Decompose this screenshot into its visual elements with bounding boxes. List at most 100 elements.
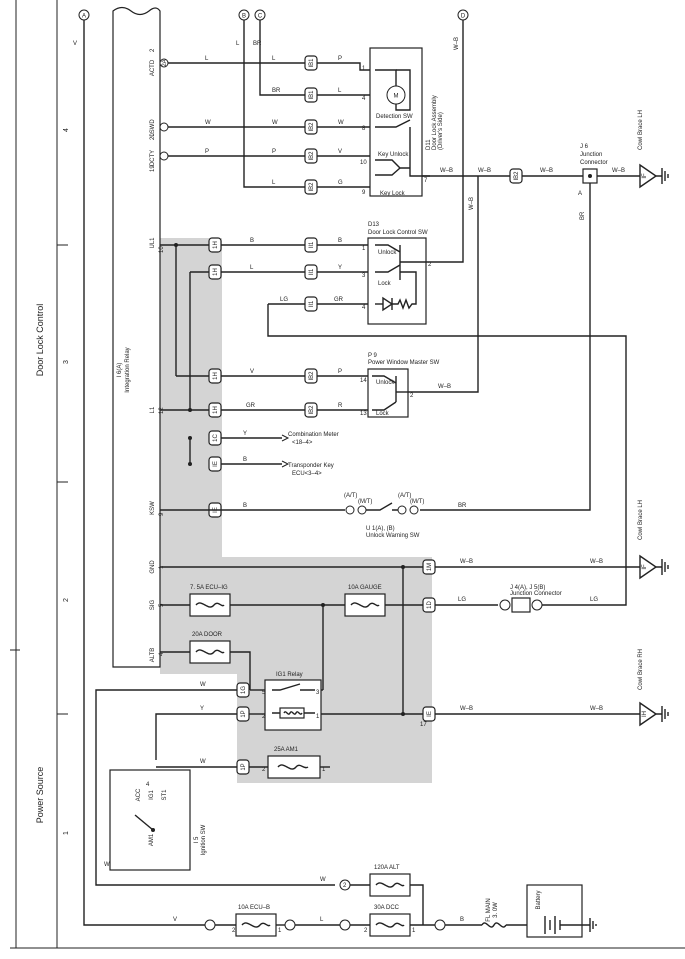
svg-text:V: V bbox=[173, 917, 177, 923]
svg-text:4: 4 bbox=[362, 96, 366, 102]
svg-text:IB2: IB2 bbox=[309, 122, 315, 132]
svg-text:(A/T): (A/T) bbox=[344, 493, 357, 499]
svg-text:KSW: KSW bbox=[150, 501, 156, 515]
svg-text:Connector: Connector bbox=[580, 160, 608, 166]
grid-number-4: 4 bbox=[63, 128, 70, 132]
svg-text:BR: BR bbox=[272, 88, 281, 94]
integration-relay-subtitle: Integration Relay bbox=[125, 347, 131, 392]
svg-text:Ignition SW: Ignition SW bbox=[201, 824, 207, 855]
svg-text:IF: IF bbox=[642, 564, 648, 570]
fuse-ecu-b: 10A ECU–B bbox=[235, 905, 277, 937]
svg-text:Door Lock Control SW: Door Lock Control SW bbox=[368, 230, 428, 236]
svg-text:DCTY: DCTY bbox=[150, 150, 156, 166]
svg-text:(M/T): (M/T) bbox=[358, 499, 372, 505]
svg-text:P: P bbox=[272, 149, 276, 155]
svg-text:W–B: W–B bbox=[612, 168, 625, 174]
d11-title: D11 bbox=[426, 139, 432, 150]
svg-text:A: A bbox=[82, 14, 86, 20]
svg-text:Y: Y bbox=[200, 706, 204, 712]
svg-text:II1: II1 bbox=[309, 241, 315, 248]
svg-text:ACC: ACC bbox=[136, 788, 142, 801]
svg-text:7: 7 bbox=[424, 178, 428, 184]
svg-text:D: D bbox=[461, 14, 466, 20]
svg-text:Power Window Master SW: Power Window Master SW bbox=[368, 360, 440, 366]
ground-if-top: IF Cowl Brace LH bbox=[638, 110, 669, 189]
svg-text:SIG: SIG bbox=[150, 600, 156, 611]
ref-b: B bbox=[238, 9, 250, 21]
svg-text:IG1: IG1 bbox=[149, 790, 155, 800]
j6-junction-connector: J 6 Junction Connector A bbox=[578, 144, 608, 197]
svg-text:B: B bbox=[242, 14, 246, 20]
svg-text:P: P bbox=[338, 369, 342, 375]
svg-text:L: L bbox=[338, 88, 342, 94]
svg-text:1: 1 bbox=[362, 246, 366, 252]
svg-text:B: B bbox=[243, 503, 247, 509]
unlock-warning-sw: (A/T) (M/T) (A/T) (M/T) U 1(A), (B) Unlo… bbox=[344, 493, 424, 539]
svg-text:3: 3 bbox=[316, 690, 320, 696]
svg-text:W–B: W–B bbox=[478, 168, 491, 174]
svg-text:B: B bbox=[243, 457, 247, 463]
svg-text:Cowl Brace LH: Cowl Brace LH bbox=[638, 500, 644, 540]
svg-text:4: 4 bbox=[362, 305, 366, 311]
svg-text:V: V bbox=[338, 149, 342, 155]
svg-text:120A ALT: 120A ALT bbox=[374, 865, 400, 871]
ref-c: C bbox=[254, 9, 266, 21]
svg-text:GR: GR bbox=[334, 297, 344, 303]
svg-text:2: 2 bbox=[343, 883, 347, 889]
svg-text:Key Unlock: Key Unlock bbox=[378, 152, 409, 158]
svg-text:2: 2 bbox=[262, 714, 266, 720]
svg-text:W–B: W–B bbox=[590, 706, 603, 712]
svg-text:W–B: W–B bbox=[440, 168, 453, 174]
svg-text:J 4(A), J 5(B): J 4(A), J 5(B) bbox=[510, 585, 545, 591]
svg-text:2: 2 bbox=[364, 928, 368, 934]
ignition-switch: ACC IG1 ST1 AM1 I 5 Ignition SW bbox=[109, 769, 207, 871]
svg-text:IB1: IB1 bbox=[309, 58, 315, 68]
svg-text:1M: 1M bbox=[427, 563, 433, 571]
svg-text:IE: IE bbox=[427, 711, 433, 717]
svg-text:14: 14 bbox=[360, 378, 367, 384]
svg-text:ST1: ST1 bbox=[162, 789, 168, 801]
svg-text:ALTB: ALTB bbox=[150, 648, 156, 663]
svg-text:Lock: Lock bbox=[376, 411, 390, 417]
svg-text:(M/T): (M/T) bbox=[410, 499, 424, 505]
svg-text:P 9: P 9 bbox=[368, 353, 378, 359]
svg-text:Unlock: Unlock bbox=[378, 250, 397, 256]
svg-text:5: 5 bbox=[262, 690, 266, 696]
svg-text:GR: GR bbox=[246, 403, 256, 409]
integration-relay-box bbox=[112, 6, 161, 668]
svg-text:W–B: W–B bbox=[540, 168, 553, 174]
svg-text:Battery: Battery bbox=[536, 890, 542, 909]
svg-text:IH: IH bbox=[642, 711, 648, 717]
svg-text:W: W bbox=[200, 759, 206, 765]
svg-text:IB2: IB2 bbox=[309, 182, 315, 192]
svg-text:IF: IF bbox=[642, 173, 648, 179]
svg-text:ACTD: ACTD bbox=[150, 59, 156, 76]
fuse-gauge: 10A GAUGE bbox=[344, 585, 386, 617]
relay-pin-labels: ACTD 2 LSWD 20 DCTY 19 UL1 10 L1 12 KSW … bbox=[150, 48, 165, 662]
svg-text:B: B bbox=[460, 917, 464, 923]
svg-text:3. 0W: 3. 0W bbox=[493, 902, 499, 918]
ground-if-middle: IF Cowl Brace LH bbox=[638, 500, 669, 580]
svg-text:L: L bbox=[272, 56, 276, 62]
svg-text:ECU<3–4>: ECU<3–4> bbox=[292, 471, 322, 477]
svg-text:I 5: I 5 bbox=[194, 836, 200, 843]
svg-text:Cowl Brace RH: Cowl Brace RH bbox=[638, 649, 644, 690]
svg-text:1: 1 bbox=[278, 928, 282, 934]
svg-text:LSWD: LSWD bbox=[150, 119, 156, 137]
ib-connectors: IB1 IB1 IB2 IB2 IB2 bbox=[304, 55, 318, 195]
svg-text:1H: 1H bbox=[213, 372, 219, 380]
svg-text:II1: II1 bbox=[309, 300, 315, 307]
svg-text:L: L bbox=[250, 265, 254, 271]
ground-ih: IH Cowl Brace RH bbox=[638, 649, 669, 727]
svg-text:AM1: AM1 bbox=[149, 833, 155, 846]
svg-text:25A AM1: 25A AM1 bbox=[274, 747, 299, 753]
section-door-lock-control: Door Lock Control bbox=[35, 304, 45, 377]
svg-text:LG: LG bbox=[590, 597, 598, 603]
d11-subtitle2: (Driver's Side) bbox=[438, 112, 444, 150]
grid-number-3: 3 bbox=[63, 360, 70, 364]
svg-text:II1: II1 bbox=[309, 268, 315, 275]
svg-text:W–B: W–B bbox=[469, 197, 475, 210]
svg-text:30A DCC: 30A DCC bbox=[374, 905, 400, 911]
svg-text:2A: 2A bbox=[162, 59, 168, 66]
svg-text:10: 10 bbox=[360, 160, 367, 166]
